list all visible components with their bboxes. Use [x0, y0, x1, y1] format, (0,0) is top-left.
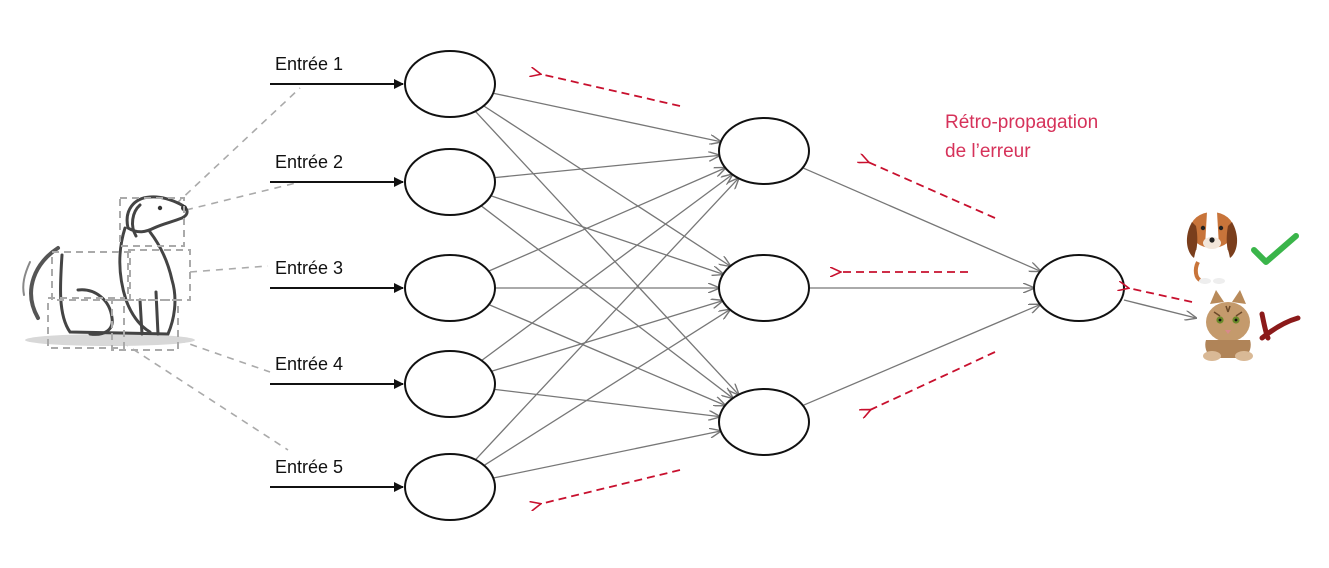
backprop-arrow-3 [868, 162, 996, 219]
backprop-label-line1: Rétro-propagation [945, 112, 1098, 133]
backprop-arrow-6 [1128, 288, 1193, 303]
network-nodes [404, 50, 1125, 521]
connection-input4-hidden1 [481, 174, 733, 362]
connection-input1-hidden2 [483, 105, 731, 266]
check-icon [1251, 233, 1299, 265]
input-node-5 [404, 453, 496, 521]
dog-feature-guides [121, 87, 301, 451]
network-connections [474, 92, 1041, 479]
connection-input2-hidden3 [480, 205, 733, 398]
guide-line-3 [189, 265, 269, 273]
connection-input3-hidden3 [488, 304, 725, 406]
input-label-5: Entrée 5 [275, 457, 343, 477]
input-node-4 [404, 350, 496, 418]
connection-input2-hidden1 [494, 155, 720, 179]
input-label-1: Entrée 1 [275, 54, 343, 74]
input-arrows: Entrée 1 Entrée 2 Entrée 3 Entrée 4 Entrée 5 [270, 54, 404, 492]
guide-line-5 [121, 341, 289, 451]
output-node [1033, 254, 1125, 322]
backprop-arrow-1 [540, 74, 681, 107]
dog-photo-illustration [1186, 212, 1238, 284]
guide-line-1 [175, 87, 301, 205]
cat-photo-illustration [1203, 290, 1253, 361]
input-node-1 [404, 50, 496, 118]
backprop-label-line2: de l’erreur [945, 141, 1031, 162]
guide-line-2 [185, 181, 301, 211]
connection-input3-hidden1 [488, 168, 726, 272]
connection-input1-hidden3 [474, 110, 738, 394]
input-label-4: Entrée 4 [275, 354, 343, 374]
hidden-node-1 [718, 117, 810, 185]
guide-line-4 [177, 339, 271, 373]
connection-input1-hidden1 [493, 92, 721, 142]
backprop-arrows [540, 74, 1193, 504]
input-label-2: Entrée 2 [275, 152, 343, 172]
cross-icon [1259, 311, 1301, 341]
input-node-3 [404, 254, 496, 322]
dog-sketch-illustration [22, 195, 195, 351]
output-arrow [1123, 299, 1196, 318]
connection-input5-hidden2 [483, 310, 730, 466]
connection-hidden1-output [802, 167, 1041, 271]
connection-input5-hidden1 [474, 178, 738, 461]
connection-input5-hidden3 [493, 431, 720, 479]
connection-input2-hidden2 [490, 195, 723, 274]
connection-input4-hidden3 [494, 388, 719, 416]
backprop-arrow-5 [870, 351, 996, 410]
hidden-node-2 [718, 254, 810, 322]
input-label-3: Entrée 3 [275, 258, 343, 278]
connection-hidden3-output [802, 305, 1040, 407]
backprop-arrow-2 [540, 469, 681, 504]
connection-input4-hidden2 [491, 301, 723, 372]
input-node-2 [404, 148, 496, 216]
hidden-node-3 [718, 388, 810, 456]
